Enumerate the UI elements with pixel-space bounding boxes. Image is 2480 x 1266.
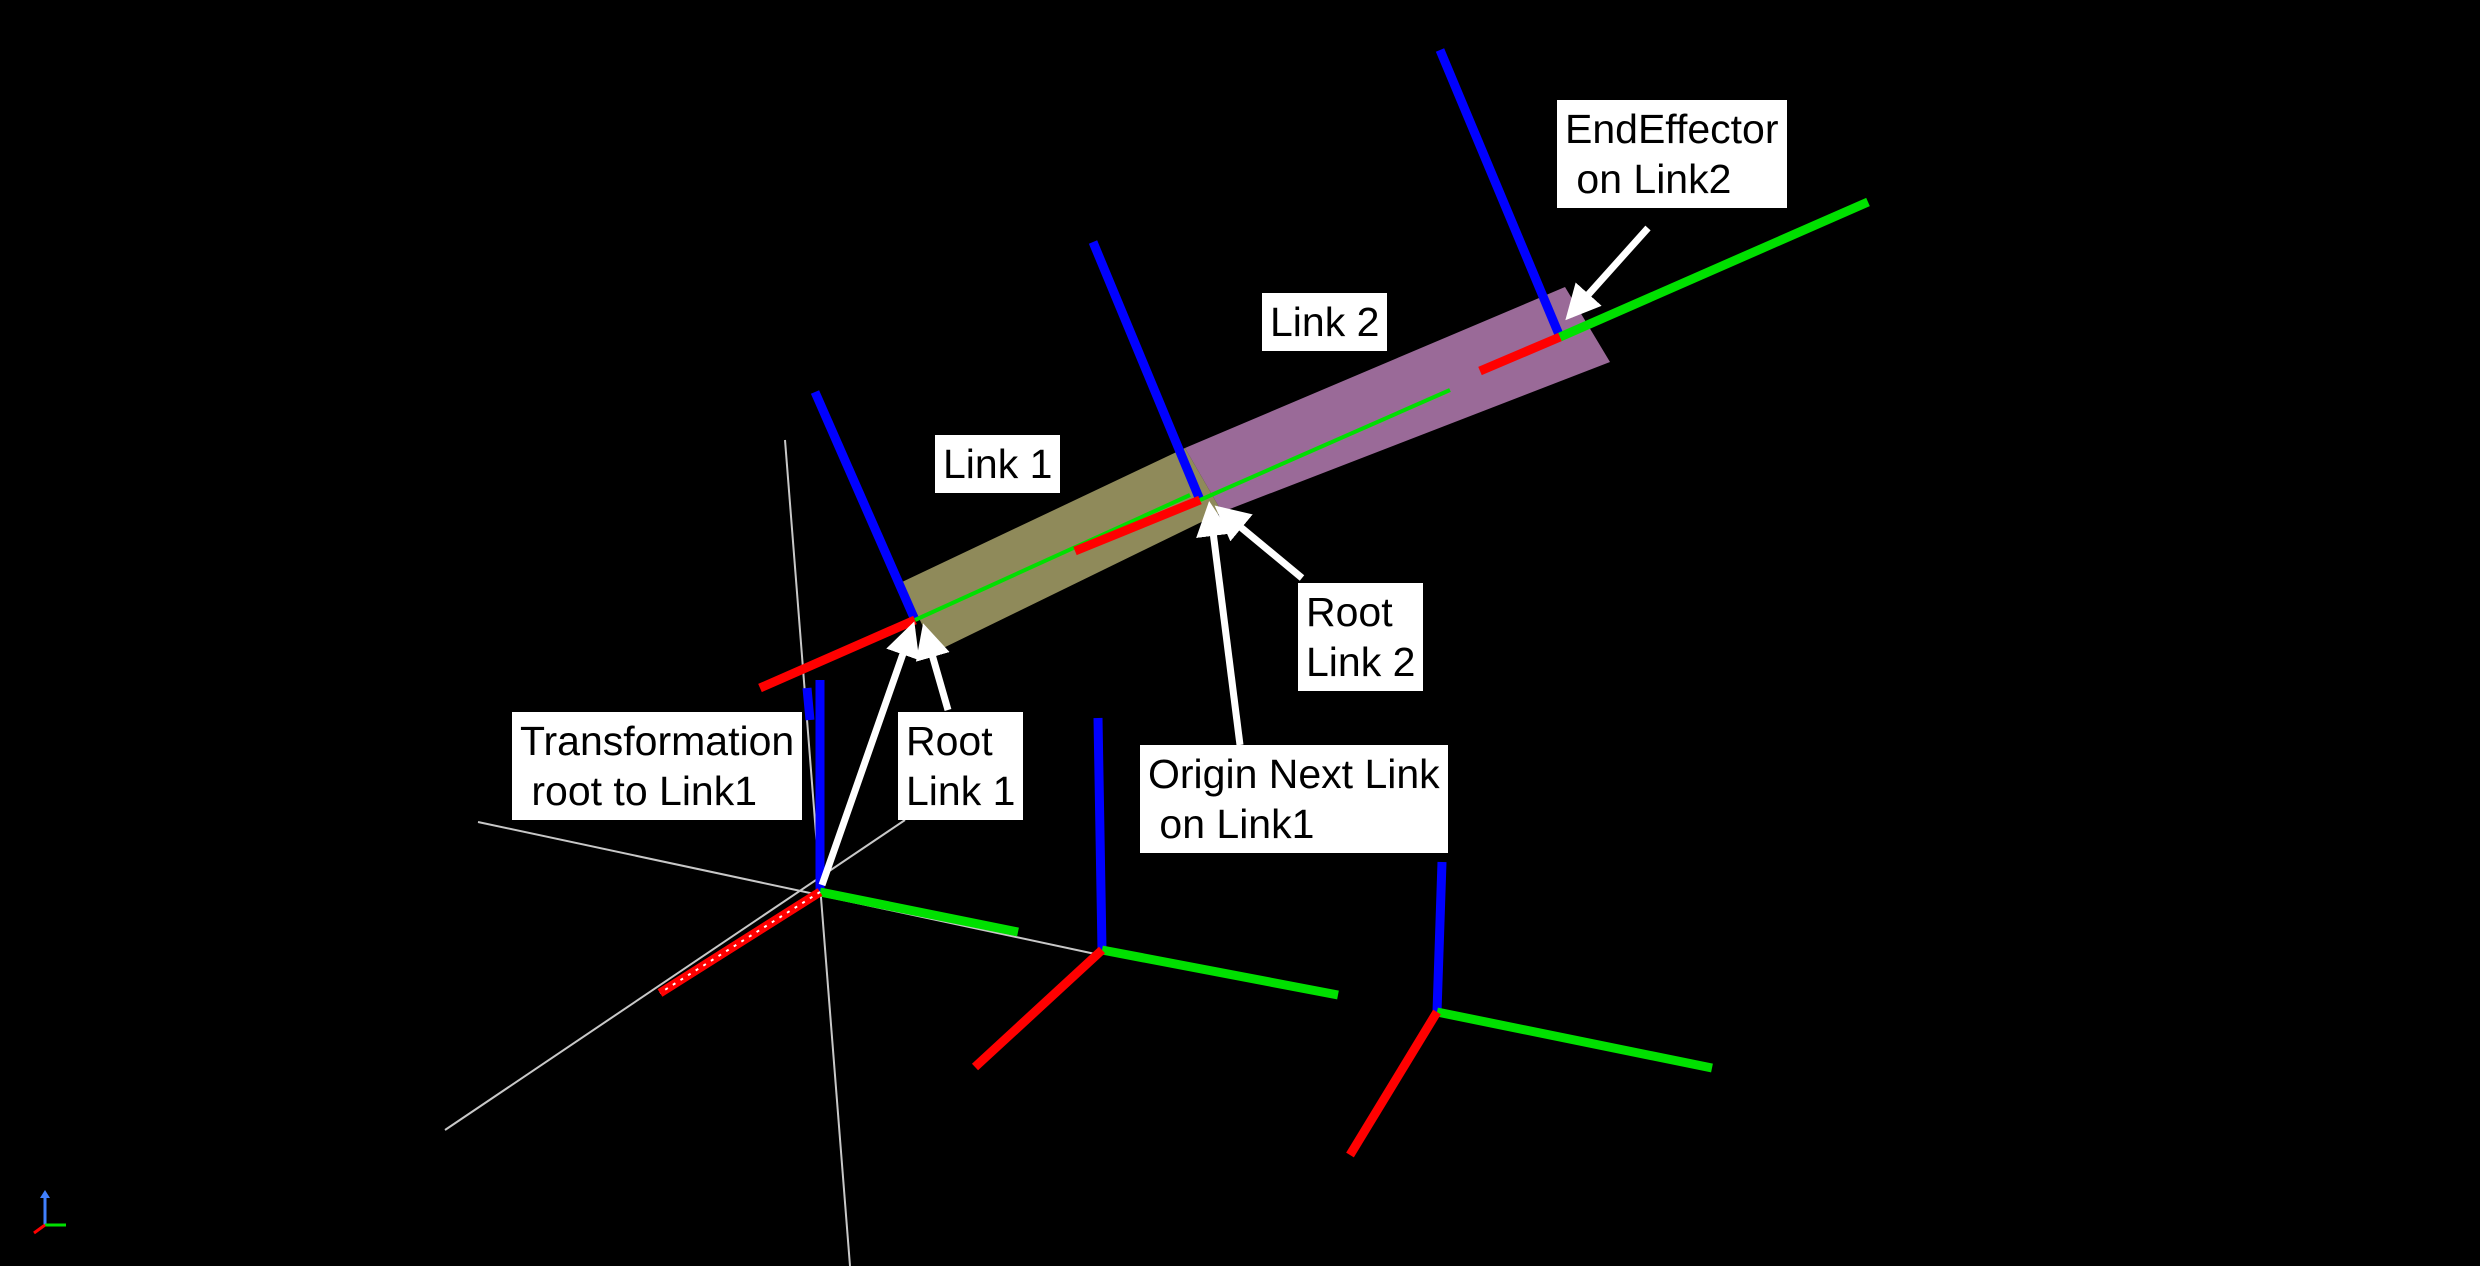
link1-body[interactable]: [902, 448, 1222, 652]
frame-joint-2: [971, 717, 1339, 1071]
annotation-arrows: [818, 225, 1651, 887]
arrow-transformation: [818, 621, 920, 887]
label-origin-next-link: Origin Next Link on Link1: [1140, 745, 1448, 853]
frame-end-effector: [1435, 48, 1870, 376]
label-link1: Link 1: [935, 435, 1061, 493]
arrow-root-link2: [1214, 505, 1305, 581]
label-link2: Link 2: [1262, 293, 1388, 351]
label-root-link1: Root Link 1: [898, 712, 1024, 820]
link2-body[interactable]: [1185, 287, 1610, 512]
frame-link2: [1073, 240, 1451, 556]
arrow-end-effector: [1565, 225, 1651, 321]
frame-joint-3: [1346, 861, 1713, 1158]
label-root-link2: Root Link 2: [1298, 583, 1424, 691]
world-frame: [657, 680, 1019, 997]
xyz-axes-icon: [33, 1190, 66, 1235]
label-end-effector: EndEffector on Link2: [1557, 100, 1787, 208]
label-transformation: Transformation root to Link1: [512, 712, 803, 820]
arrow-root-link1: [915, 623, 952, 711]
arrow-origin-next-link: [1196, 501, 1244, 746]
